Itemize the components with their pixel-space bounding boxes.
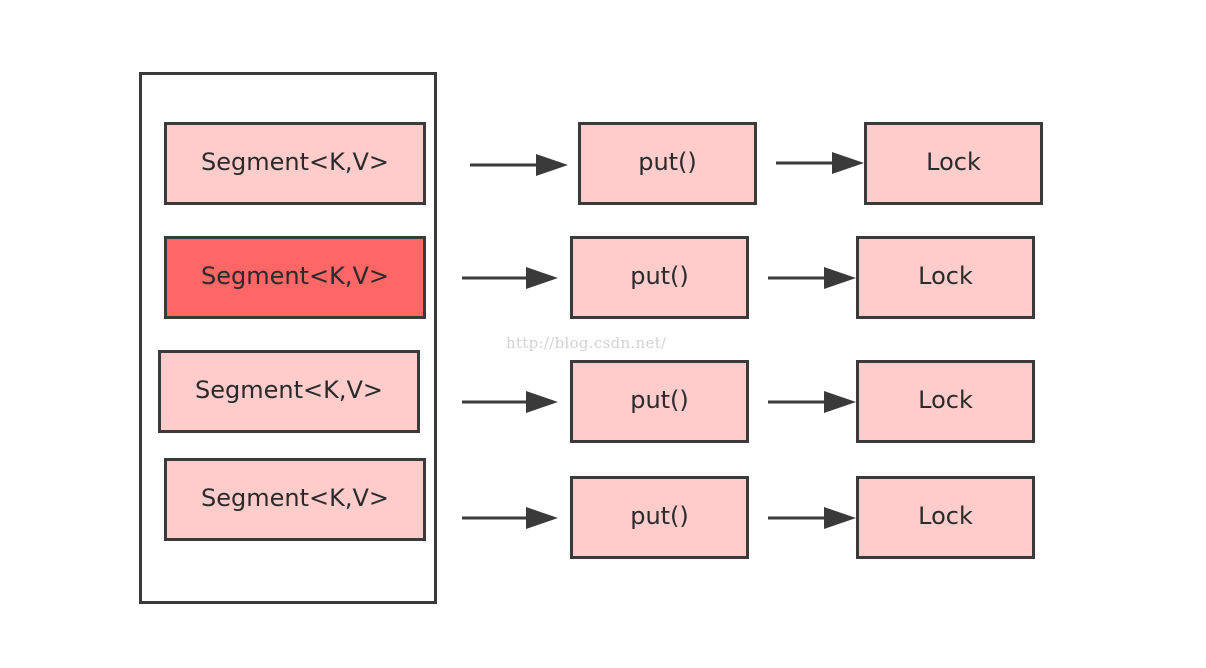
arrow-segment3-to-put3 bbox=[462, 391, 558, 413]
put-box-3: put() bbox=[570, 360, 749, 443]
arrow-segment2-to-put2 bbox=[462, 267, 558, 289]
segment-box-4: Segment<K,V> bbox=[164, 458, 426, 541]
arrow-put3-to-lock3 bbox=[768, 391, 856, 413]
segment-box-3: Segment<K,V> bbox=[158, 350, 420, 433]
lock-box-2: Lock bbox=[856, 236, 1035, 319]
segment-box-2-highlighted: Segment<K,V> bbox=[164, 236, 426, 319]
put-box-4: put() bbox=[570, 476, 749, 559]
segment-box-1: Segment<K,V> bbox=[164, 122, 426, 205]
watermark-text: http://blog.csdn.net/ bbox=[506, 334, 667, 352]
put-box-2: put() bbox=[570, 236, 749, 319]
lock-box-1: Lock bbox=[864, 122, 1043, 205]
arrow-put1-to-lock1 bbox=[776, 152, 864, 174]
put-box-1: put() bbox=[578, 122, 757, 205]
lock-box-3: Lock bbox=[856, 360, 1035, 443]
arrow-put2-to-lock2 bbox=[768, 267, 856, 289]
lock-box-4: Lock bbox=[856, 476, 1035, 559]
arrow-put4-to-lock4 bbox=[768, 507, 856, 529]
arrow-segment4-to-put4 bbox=[462, 507, 558, 529]
arrow-segment1-to-put1 bbox=[470, 154, 568, 176]
